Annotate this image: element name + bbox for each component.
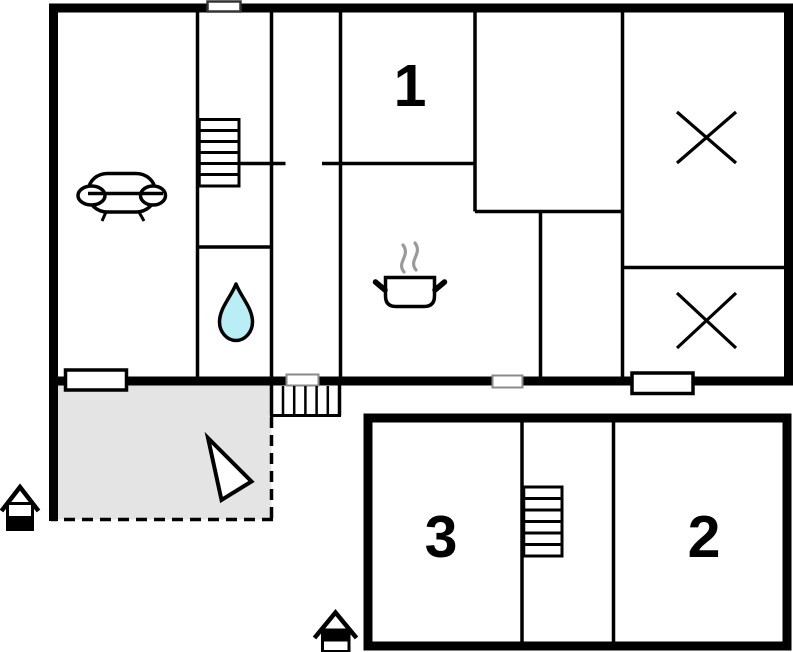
south-door-large — [630, 371, 695, 396]
left-window — [63, 368, 129, 392]
upper-building — [49, 0, 793, 521]
room-2-label: 2 — [688, 504, 721, 570]
north-arrow-icon — [204, 431, 255, 504]
lower-outer-walls — [363, 413, 792, 651]
upper-outer-walls — [49, 3, 793, 386]
upper-interior-walls — [195, 12, 784, 377]
room-3-label: 3 — [425, 504, 458, 570]
terrace-dashed-border — [51, 417, 274, 522]
entrance-west-icon — [0, 483, 41, 531]
steam-lines — [400, 241, 419, 274]
sofa-icon — [76, 171, 168, 222]
bed-lower-icon — [675, 291, 738, 350]
staircase-upper-icon — [197, 118, 241, 188]
cooking-pot-icon — [372, 241, 448, 309]
lower-interior-walls — [520, 422, 616, 642]
exterior-steps-icon — [269, 383, 342, 417]
lower-building — [363, 413, 792, 651]
bed-upper-icon — [675, 110, 738, 165]
terrace-area — [53, 381, 272, 520]
terrace-door — [285, 373, 320, 387]
room-1-label: 1 — [394, 53, 427, 119]
water-drop-icon — [217, 282, 255, 343]
top-door — [206, 0, 242, 13]
terrace — [51, 381, 274, 522]
south-door-small — [491, 374, 524, 389]
staircase-lower-icon — [522, 485, 564, 558]
entrance-south-icon — [312, 608, 359, 652]
